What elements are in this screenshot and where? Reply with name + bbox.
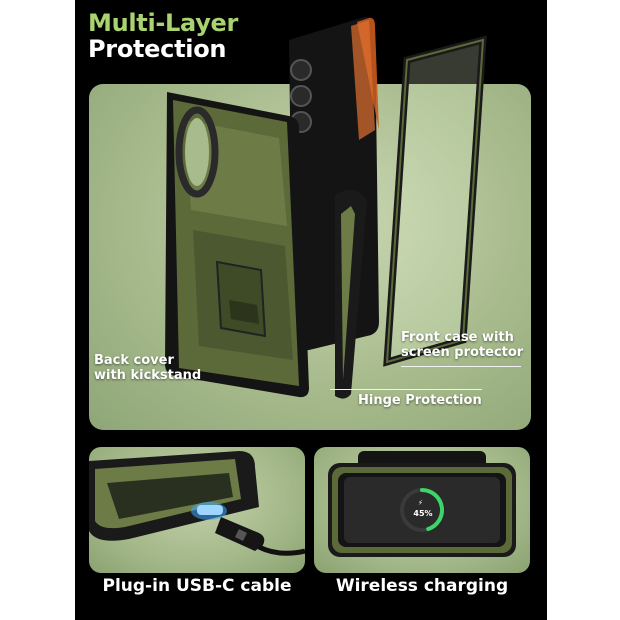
feature-wireless-label: Wireless charging [335, 576, 509, 596]
charge-percent: 45% [413, 509, 433, 518]
usb-c-cable-icon [89, 451, 305, 556]
wireless-charging-panel: ⚡ 45% [314, 447, 530, 573]
feature-usb-c-label: Plug-in USB-C cable [102, 576, 292, 596]
front-case-frame [383, 35, 487, 367]
case-layers-illustration [165, 17, 487, 399]
callout-hinge: Hinge Protection [358, 393, 482, 408]
hinge-protection-piece [335, 189, 367, 399]
back-cover-case [165, 92, 309, 398]
wireless-charging-icon: ⚡ [328, 451, 516, 557]
headline-line-2: Protection [88, 35, 227, 64]
usb-c-panel [89, 447, 305, 573]
callout-front-case: Front case with screen protector [401, 330, 524, 360]
headline: Multi-Layer Protection [88, 10, 238, 63]
headline-line-1: Multi-Layer [88, 9, 239, 37]
callout-hinge-line [330, 389, 482, 390]
svg-text:⚡: ⚡ [418, 499, 423, 507]
callout-front-case-line [401, 366, 521, 367]
callout-back-cover: Back cover with kickstand [94, 353, 202, 383]
